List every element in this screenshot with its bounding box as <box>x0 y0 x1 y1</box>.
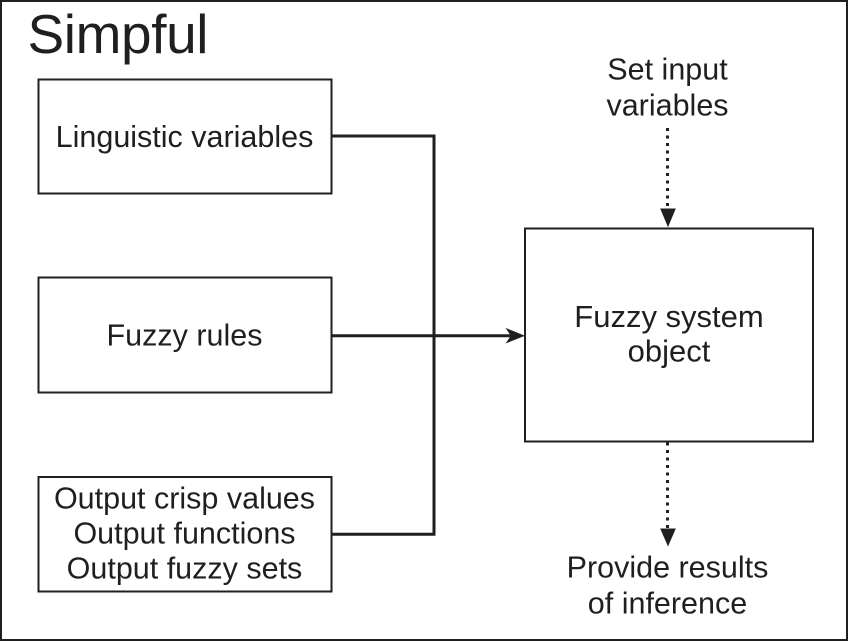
svg-text:Provide results: Provide results <box>567 551 769 585</box>
svg-text:Output crisp values: Output crisp values <box>54 482 315 516</box>
svg-text:Fuzzy rules: Fuzzy rules <box>107 318 263 352</box>
svg-text:of inference: of inference <box>588 587 747 621</box>
svg-text:Fuzzy system: Fuzzy system <box>574 299 763 334</box>
svg-text:Output functions: Output functions <box>73 517 295 551</box>
svg-text:object: object <box>628 334 711 369</box>
svg-text:Linguistic variables: Linguistic variables <box>56 120 314 154</box>
svg-text:Output fuzzy sets: Output fuzzy sets <box>67 552 303 586</box>
svg-text:Set input: Set input <box>607 53 728 87</box>
svg-text:variables: variables <box>606 89 728 123</box>
svg-text:Simpful: Simpful <box>28 3 209 65</box>
